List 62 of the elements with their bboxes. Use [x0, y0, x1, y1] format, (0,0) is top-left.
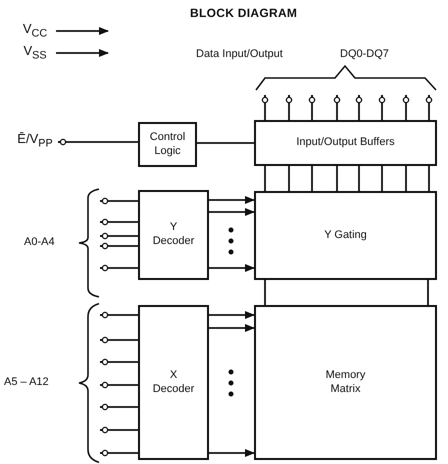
- function-block: [254, 305, 437, 460]
- pin-line: [99, 198, 138, 204]
- supply-label: [4, 302, 100, 464]
- pin-line: [99, 232, 138, 240]
- connector-line: [264, 166, 266, 191]
- function-block: [138, 190, 209, 280]
- pin-line: [99, 312, 138, 318]
- supply-label: [24, 188, 100, 298]
- connector-line: [288, 166, 290, 191]
- block-label: Control Logic: [148, 130, 186, 158]
- connector-line: [405, 166, 407, 191]
- pin-line: [286, 94, 292, 120]
- signal-label: DQ0-DQ7: [340, 48, 389, 60]
- pin-line: [308, 94, 316, 120]
- pin-line: [378, 94, 386, 120]
- pin-line: [57, 138, 138, 146]
- pin-line: [99, 242, 138, 250]
- arrow: [209, 264, 255, 272]
- signal-label: Ē/V$_{PP}$: [17, 130, 53, 152]
- connector-line: [336, 166, 338, 191]
- arrow: [209, 196, 255, 204]
- connector-line: [381, 166, 383, 191]
- pin-line: [402, 94, 410, 120]
- connector-line: [311, 166, 313, 191]
- function-block: [138, 305, 209, 460]
- connector-line: [197, 142, 254, 144]
- block-label: Y Decoder: [152, 221, 196, 249]
- pin-line: [99, 382, 138, 388]
- block-label: Memory Matrix: [324, 368, 366, 396]
- connector-line: [264, 280, 266, 305]
- signal-label: A5 – A12: [4, 376, 49, 390]
- function-block: [254, 120, 437, 166]
- pin-line: [334, 94, 340, 120]
- connector-line: [428, 166, 430, 191]
- function-block: [138, 122, 197, 167]
- pin-line: [99, 264, 138, 272]
- arrow: [209, 208, 255, 216]
- function-block: [254, 191, 437, 280]
- pin-line: [99, 358, 138, 366]
- block-label: X Decoder: [152, 368, 196, 396]
- block-label: Input/Output Buffers: [296, 136, 395, 150]
- arrow: [56, 49, 109, 57]
- block-label: Y Gating: [324, 228, 367, 242]
- connector-line: [427, 280, 429, 305]
- pin-line: [99, 426, 138, 434]
- arrow: [56, 27, 109, 35]
- pin-line: [99, 404, 138, 410]
- signal-label: A0-A4: [24, 236, 55, 250]
- pin-line: [426, 94, 432, 120]
- arrow: [209, 324, 255, 332]
- signal-label: Data Input/Output: [196, 48, 283, 60]
- signal-label: V$_{SS}$: [23, 42, 47, 64]
- pin-line: [356, 94, 362, 120]
- pin-line: [99, 450, 138, 456]
- arrow: [209, 311, 255, 319]
- pin-line: [262, 94, 268, 120]
- signal-label: V$_{CC}$: [22, 20, 48, 42]
- pin-line: [99, 218, 138, 226]
- pin-line: [99, 336, 138, 344]
- connector-line: [358, 166, 360, 191]
- arrow: [209, 449, 255, 457]
- diagram-title: BLOCK DIAGRAM: [190, 6, 298, 20]
